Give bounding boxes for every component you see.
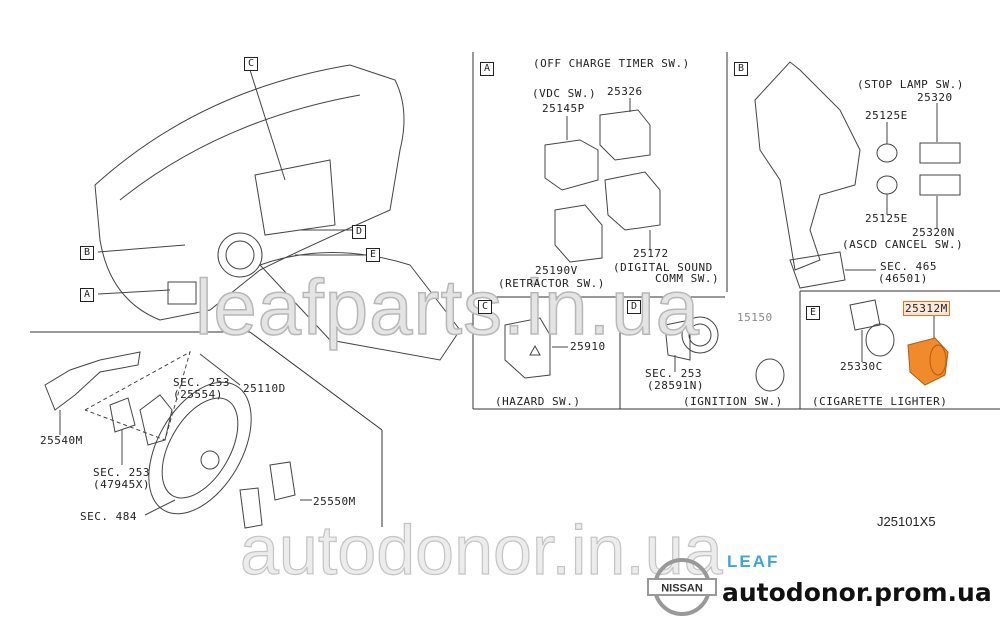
part-label: (25554) — [173, 388, 223, 401]
steering-wheel-sketch — [44, 350, 312, 529]
callout-e[interactable]: E — [366, 248, 380, 262]
part-label: 25125E — [865, 212, 908, 225]
panel-a-title: (OFF CHARGE TIMER SW.) — [533, 57, 690, 70]
part-label: (47945X) — [93, 478, 150, 491]
part-label: 15150 — [737, 311, 773, 324]
site-url[interactable]: autodonor.prom.ua — [722, 578, 992, 607]
part-label: 25320N — [912, 226, 955, 239]
nissan-logo: NISSAN — [647, 558, 717, 616]
part-label: SEC. 253 — [645, 367, 702, 380]
panel-b-key: B — [734, 62, 748, 76]
part-label: (STOP LAMP SW.) — [857, 78, 964, 91]
part-label: 25910 — [570, 340, 606, 353]
part-label: (RETRACTOR SW.) — [498, 277, 605, 290]
part-label: (VDC SW.) — [532, 87, 597, 100]
callout-c[interactable]: C — [244, 57, 258, 71]
panel-c-title: (HAZARD SW.) — [495, 395, 581, 408]
part-label: 25172 — [633, 247, 669, 260]
panel-a-key: A — [480, 62, 494, 76]
part-label: SEC. 465 — [880, 260, 937, 273]
panel-frames — [30, 52, 1000, 527]
svg-text:NISSAN: NISSAN — [661, 583, 703, 595]
part-label: 25145P — [542, 102, 585, 115]
cigarette-lighter-highlighted — [907, 337, 949, 386]
part-label-highlighted[interactable]: 25312M — [903, 301, 950, 316]
leaf-logo: LEAF — [727, 552, 780, 571]
part-label: 25125E — [865, 109, 908, 122]
dashboard-sketch — [94, 64, 461, 361]
part-label: COMM SW.) — [655, 272, 720, 285]
part-label: 25110D — [243, 382, 286, 395]
callout-b[interactable]: B — [80, 246, 94, 260]
part-label: (28591N) — [647, 379, 704, 392]
panel-e-title: (CIGARETTE LIGHTER) — [812, 395, 948, 408]
diagram-code: J25101X5 — [877, 514, 936, 529]
panel-d-title: (IGNITION SW.) — [683, 395, 783, 408]
part-label: 25190V — [535, 264, 578, 277]
panel-d-key: D — [627, 300, 641, 314]
watermark-top: leafparts.in.ua — [194, 262, 700, 352]
callout-a[interactable]: A — [80, 288, 94, 302]
part-label: 25550M — [313, 495, 356, 508]
panel-b-sketch — [754, 61, 961, 289]
panel-a-sketch — [544, 98, 661, 263]
part-label: 25320 — [917, 91, 953, 104]
panel-e-key: E — [806, 306, 820, 320]
part-label: SEC. 253 — [93, 466, 150, 479]
part-label: SEC. 484 — [80, 510, 137, 523]
callout-d[interactable]: D — [352, 225, 366, 239]
panel-cde-sketch — [504, 299, 935, 392]
part-label: 25326 — [607, 85, 643, 98]
part-label: (46501) — [878, 272, 928, 285]
part-label: (DIGITAL SOUND — [613, 261, 713, 274]
part-label: 25540M — [40, 434, 83, 447]
panel-c-key: C — [478, 300, 492, 314]
part-label: (ASCD CANCEL SW.) — [842, 238, 964, 251]
highlighted-part-number[interactable]: 25312M — [903, 301, 950, 316]
part-label: SEC. 253 — [173, 376, 230, 389]
watermark-bottom: autodonor.in.ua — [239, 510, 723, 589]
part-label: 25330C — [840, 360, 883, 373]
